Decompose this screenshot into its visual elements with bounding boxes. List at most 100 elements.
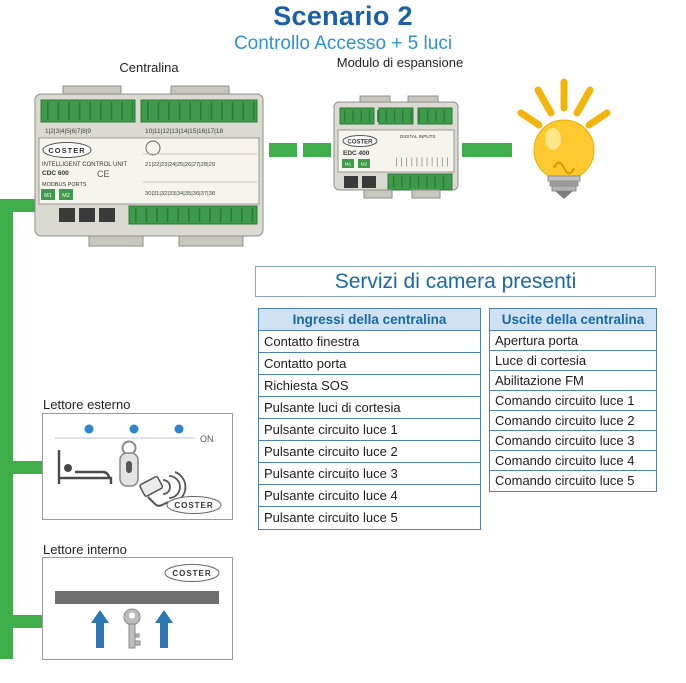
lettore-esterno-label: Lettore esterno <box>43 397 131 412</box>
modbus-port-m1-label: M1 <box>44 193 52 199</box>
model-number: EDC 400 <box>343 150 370 157</box>
connector-centralina-modulo-2 <box>303 143 331 157</box>
ingressi-table-row: Contatto finestra <box>259 331 480 353</box>
light-bulb-icon <box>517 78 611 199</box>
modbus-port-m2 <box>358 159 370 168</box>
terminal-numbers: 21|22|23|24|25|26|27|28|29 <box>145 162 215 168</box>
coster-logo-text: COSTER <box>48 146 85 155</box>
lettore-interno-box: COSTER <box>42 557 233 660</box>
connector-socket <box>79 208 95 222</box>
din-tab <box>178 235 244 247</box>
modbus-port-m1 <box>342 159 354 168</box>
uscite-table-row: Comando circuito luce 1 <box>490 391 656 411</box>
terminal-numbers: 1|2|3|4|5|6|7|8|9 <box>45 128 91 135</box>
lettore-interno-label: Lettore interno <box>43 542 127 557</box>
services-title-box: Servizi di camera presenti <box>255 266 656 297</box>
connector-socket <box>344 176 358 188</box>
bulb-rays <box>517 78 611 129</box>
din-tab <box>88 235 144 247</box>
ingressi-table-row: Contatto porta <box>259 353 480 375</box>
bulb-filament <box>553 161 575 175</box>
product-name: INTELLIGENT CONTROL UNIT <box>42 162 127 168</box>
modbus-port-m2-label: M2 <box>361 162 368 167</box>
coster-logo <box>42 142 92 158</box>
ingressi-table-header: Ingressi della centralina <box>259 309 480 331</box>
ingressi-table-row: Pulsante circuito luce 3 <box>259 463 480 485</box>
key-fob-icon <box>119 440 139 487</box>
connector-socket <box>59 208 75 222</box>
led-dot-icon <box>174 424 184 434</box>
page-subtitle: Controllo Accesso + 5 luci <box>233 33 453 54</box>
terminal-block <box>140 99 258 123</box>
coster-logo <box>164 564 220 582</box>
uscite-table-row: Abilitazione FM <box>490 371 656 391</box>
connector-modulo-bulb <box>462 143 512 157</box>
terminal-block <box>417 107 453 125</box>
terminal-numbers: 30|31|32|33|34|35|36|37|38 <box>145 191 215 197</box>
bulb-base <box>547 175 581 182</box>
modulo-device: COSTER EDC 400 DIGITAL INPUTS M1 M2 <box>333 95 459 199</box>
connector-bus-lettore-interno <box>6 615 42 628</box>
led-dot-icon <box>84 424 94 434</box>
key-icon <box>123 608 141 649</box>
bulb-highlight <box>545 128 561 150</box>
modbus-port-m1 <box>41 189 55 200</box>
up-arrow-icon <box>155 610 173 648</box>
on-label: ON <box>200 434 214 444</box>
ingressi-table-row: Richiesta SOS <box>259 375 480 397</box>
page-title: Scenario 2 <box>273 1 413 31</box>
digital-inputs-label: DIGITAL INPUTS <box>400 134 435 139</box>
uscite-table-row: Comando circuito luce 5 <box>490 471 656 491</box>
uscite-table-row: Comando circuito luce 2 <box>490 411 656 431</box>
din-tab <box>363 189 393 199</box>
modulo-label: Modulo di espansione <box>336 55 464 70</box>
ingressi-table-row: Pulsante circuito luce 5 <box>259 507 480 529</box>
model-number: CDC 600 <box>42 170 69 177</box>
bulb-base <box>549 180 579 187</box>
uscite-table-row: Luce di cortesia <box>490 351 656 371</box>
terminal-block <box>387 173 453 191</box>
terminal-block <box>40 99 136 123</box>
coster-logo-text: COSTER <box>347 140 373 146</box>
terminal-block <box>128 205 258 225</box>
connector-bus-lettore-esterno <box>6 461 42 474</box>
centralina-device: 1|2|3|4|5|6|7|8|9 10|11|12|13|14|15|16|1… <box>34 85 264 247</box>
up-arrow-icon <box>91 610 109 648</box>
ingressi-table-row: Pulsante circuito luce 1 <box>259 419 480 441</box>
lettore-esterno-box: ON COSTER <box>42 413 233 520</box>
modbus-port-m2 <box>59 189 73 200</box>
modbus-label: MODBUS PORTS <box>42 182 87 188</box>
lettore-interno-graphic: COSTER <box>55 564 220 649</box>
terminal-numbers: 10|11|12|13|14|15|16|17|18 <box>145 128 223 135</box>
bulb-tip <box>555 191 573 199</box>
uscite-table-row: Apertura porta <box>490 331 656 351</box>
ul-mark-icon <box>145 140 161 156</box>
terminal-block <box>378 107 414 125</box>
bulb-base <box>551 185 577 192</box>
ce-mark: CE <box>97 169 110 179</box>
ingressi-table-row: Pulsante luci di cortesia <box>259 397 480 419</box>
connector-centralina-modulo-1 <box>269 143 297 157</box>
coster-logo <box>342 135 378 147</box>
ingressi-table-row: Pulsante circuito luce 4 <box>259 485 480 507</box>
ingressi-table-row: Pulsante circuito luce 2 <box>259 441 480 463</box>
coster-logo-text: COSTER <box>174 501 213 510</box>
modbus-port-m1-label: M1 <box>345 162 352 167</box>
coster-logo-text: COSTER <box>172 569 211 578</box>
modbus-port-m2-label: M2 <box>62 193 70 199</box>
ingressi-table: Ingressi della centralina Contatto fines… <box>258 308 481 530</box>
connector-socket <box>99 208 115 222</box>
uscite-table-row: Comando circuito luce 4 <box>490 451 656 471</box>
title-block: Scenario 2 Controllo Accesso + 5 luci <box>0 1 686 55</box>
connector-bus-vertical <box>0 199 13 659</box>
uscite-table-header: Uscite della centralina <box>490 309 656 331</box>
centralina-label: Centralina <box>119 60 179 75</box>
connector-socket <box>362 176 376 188</box>
lettore-esterno-graphic: ON COSTER <box>55 424 222 514</box>
coster-logo <box>166 496 222 514</box>
terminal-block <box>339 107 375 125</box>
bed-icon <box>57 450 113 484</box>
